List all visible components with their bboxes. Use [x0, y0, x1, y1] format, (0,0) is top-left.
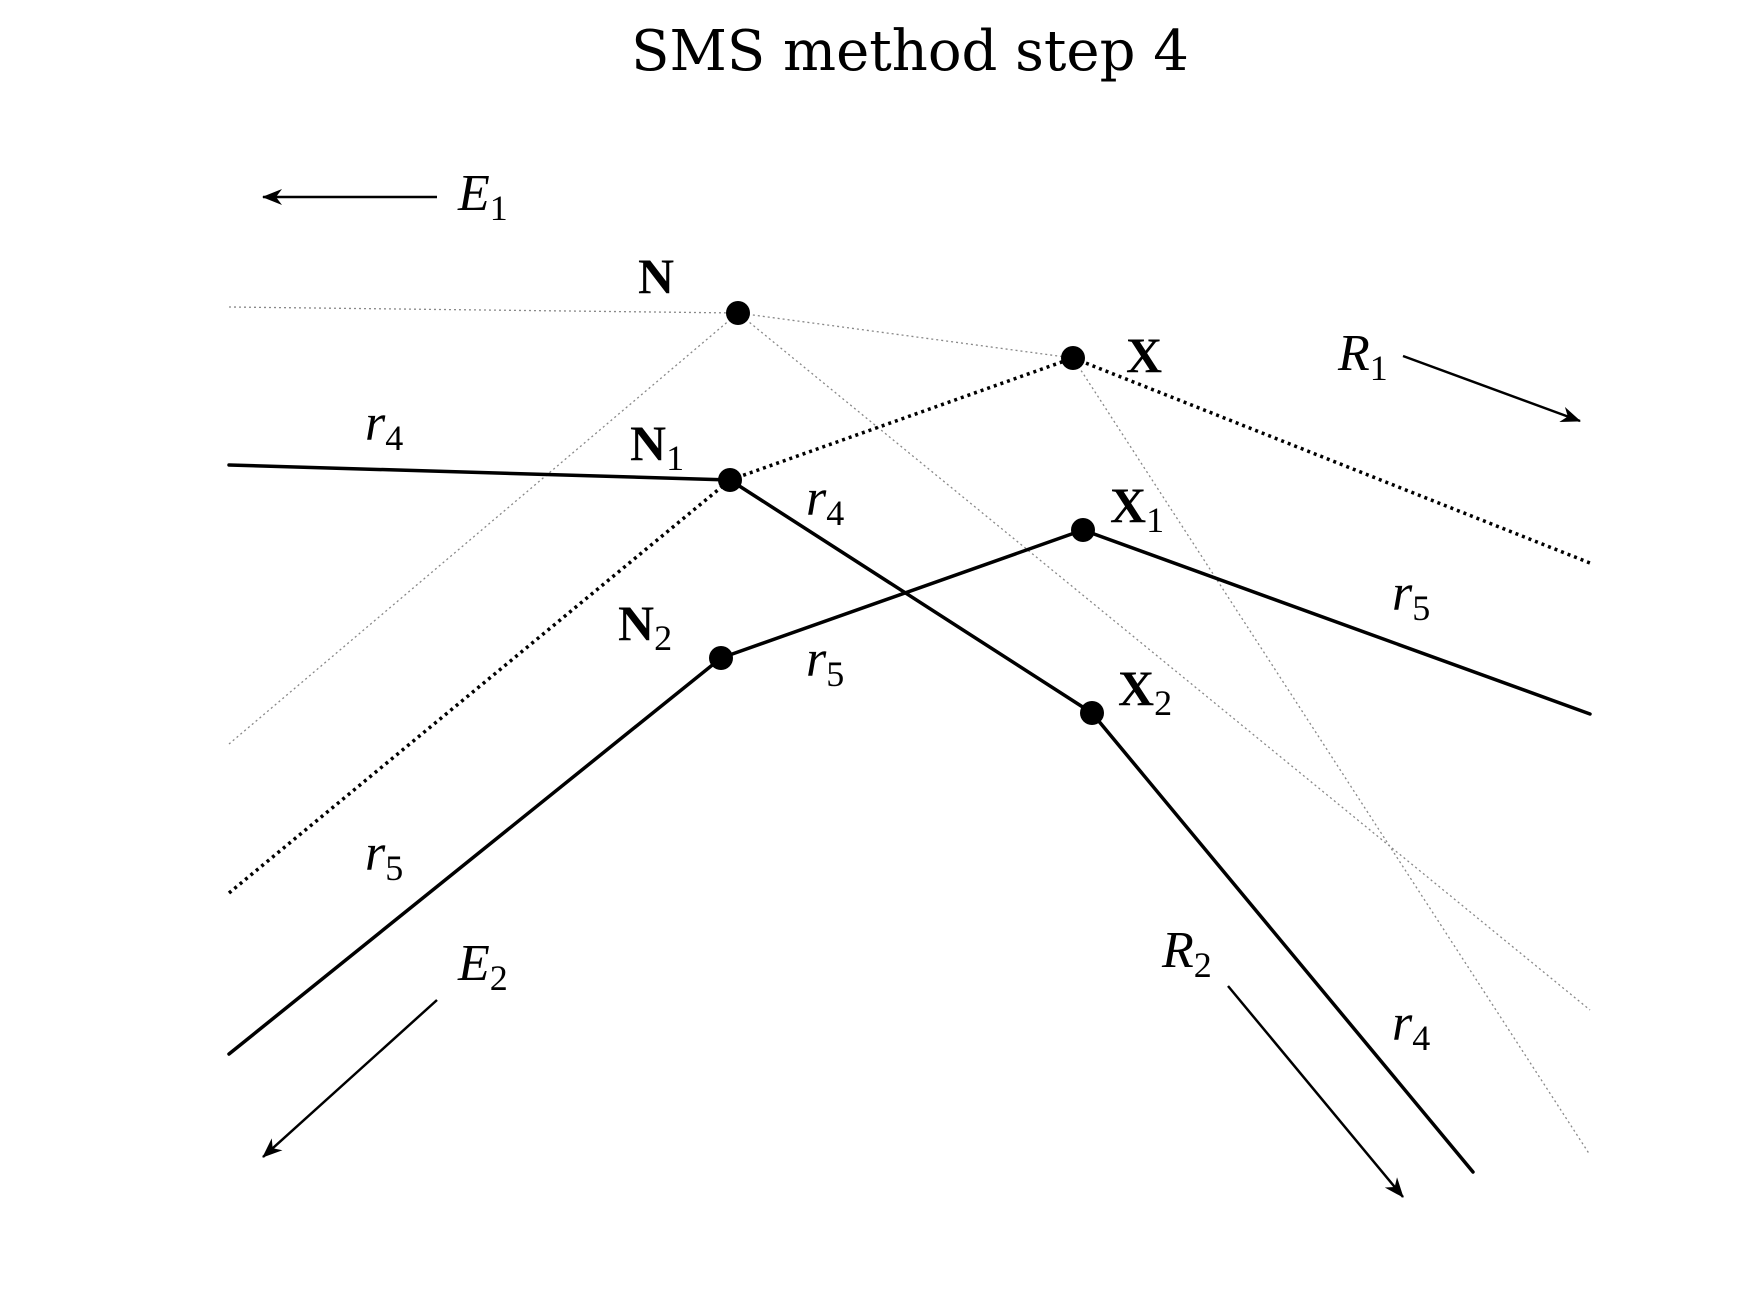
point-x [1061, 346, 1085, 370]
label-point-n2: N2 [618, 595, 672, 658]
edge-arrows [262, 189, 1581, 1198]
dotted-ray-x-right [1072, 356, 1591, 565]
faint-ray-n-lower-left [228, 312, 739, 745]
points [709, 301, 1104, 725]
dotted-rays [227, 356, 1591, 895]
label-r1: R1 [1337, 325, 1388, 388]
label-point-x2: X2 [1118, 660, 1172, 723]
arrow-r1 [1402, 354, 1581, 423]
label-r5-left: r5 [365, 825, 403, 888]
label-r5-right: r5 [1392, 565, 1430, 628]
label-point-x1: X1 [1110, 477, 1164, 540]
ray-r4-path [227, 463, 1475, 1174]
label-point-n1: N1 [630, 415, 684, 478]
arrow-e2 [262, 999, 438, 1158]
dotted-segment-n1-x [729, 356, 1074, 482]
faint-ray-n-left [228, 306, 739, 314]
dotted-ray-left-to-n1 [227, 478, 732, 895]
label-r4-right: r4 [1392, 995, 1430, 1058]
arrow-r2 [1227, 985, 1404, 1198]
faint-ray-n-to-x [737, 312, 1074, 359]
faint-ray-x-lower-right [1072, 357, 1591, 1156]
solid-rays [227, 463, 1592, 1174]
ray-r5-path [227, 528, 1592, 1056]
label-e1: E1 [457, 165, 508, 228]
point-x2 [1080, 701, 1104, 725]
label-e2: E2 [457, 935, 508, 998]
label-r4-mid: r4 [806, 470, 844, 533]
label-r4-left: r4 [365, 395, 403, 458]
label-r2: R2 [1161, 922, 1212, 985]
label-point-n: N [638, 248, 674, 304]
point-x1 [1071, 518, 1095, 542]
point-n1 [718, 468, 742, 492]
construction-lines [228, 306, 1591, 1156]
label-point-x: X [1126, 327, 1162, 383]
diagram-title: SMS method step 4 [631, 19, 1189, 84]
faint-ray-n-lower-right [737, 312, 1591, 1011]
point-n [726, 301, 750, 325]
point-n2 [709, 646, 733, 670]
label-r5-mid: r5 [806, 631, 844, 694]
